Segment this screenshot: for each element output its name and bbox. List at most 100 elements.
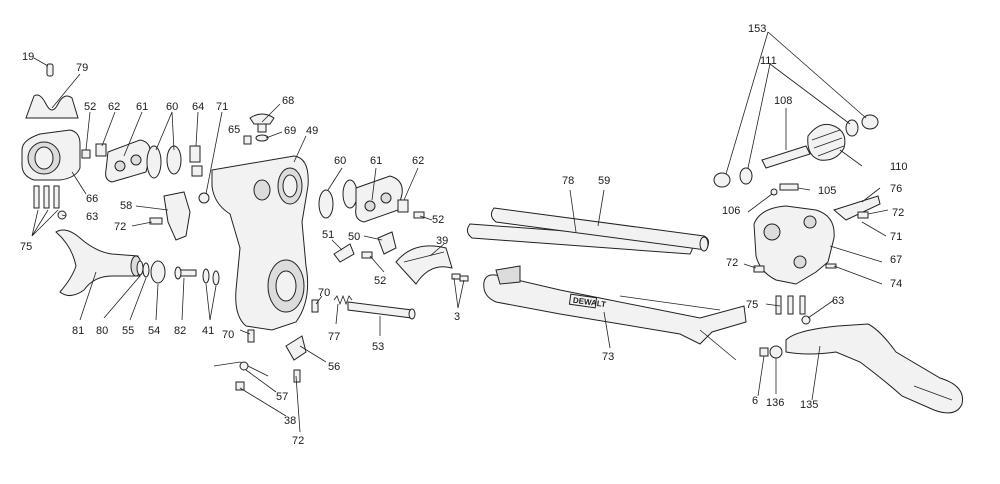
callout-153: 153 [748, 23, 766, 35]
part-70-screw-a [247, 329, 255, 343]
part-81-yoke [55, 229, 142, 296]
part-76-lever [832, 195, 881, 221]
callout-79: 79 [76, 62, 88, 74]
part-49-housing [211, 155, 309, 331]
callout-60-b: 60 [334, 155, 346, 167]
callout-106: 106 [722, 205, 740, 217]
callout-54: 54 [148, 325, 160, 337]
part-62-nut-b [397, 199, 409, 213]
callout-labels: 19 79 52 62 61 60 64 71 68 65 69 49 66 7… [20, 23, 908, 447]
part-73-arm: DEWALT [483, 265, 747, 361]
part-59-tube [490, 207, 710, 252]
part-153-ring [713, 114, 879, 188]
callout-61-b: 61 [370, 155, 382, 167]
callout-81: 81 [72, 325, 84, 337]
part-61-plate [105, 139, 151, 183]
part-41-washers [202, 268, 220, 286]
leader-lines [31, 31, 889, 433]
callout-66: 66 [86, 193, 98, 205]
part-52-screw-c [361, 251, 373, 259]
callout-63: 63 [86, 211, 98, 223]
callout-70-b: 70 [318, 287, 330, 299]
part-65-screw [243, 135, 252, 145]
part-54-cam [150, 260, 166, 284]
part-72-screw-d [753, 265, 765, 273]
part-77-spring [333, 294, 353, 306]
part-67-casting [753, 205, 835, 285]
callout-62-b: 62 [412, 155, 424, 167]
part-82-pin [174, 266, 197, 280]
part-61-plate-b [355, 175, 403, 223]
callout-136: 136 [766, 397, 784, 409]
callout-70-a: 70 [222, 329, 234, 341]
callout-80: 80 [96, 325, 108, 337]
callout-71: 71 [216, 101, 228, 113]
part-55-ring [142, 262, 150, 278]
part-58-bracket [163, 191, 191, 241]
part-50-plate [377, 231, 397, 255]
part-6-screw [759, 347, 769, 357]
part-53-shaft [347, 301, 416, 320]
callout-64: 64 [192, 101, 204, 113]
callout-72: 72 [114, 221, 126, 233]
part-72-screw-a [149, 217, 163, 225]
part-71-screw [198, 192, 210, 204]
callout-71-b: 71 [890, 231, 902, 243]
part-62-nut [95, 143, 107, 157]
callout-108: 108 [774, 95, 792, 107]
part-80-ring [136, 260, 144, 276]
callout-58: 58 [120, 200, 132, 212]
part-110-spring [807, 123, 846, 161]
part-52-screw [81, 149, 91, 159]
callout-52-b: 52 [432, 214, 444, 226]
callout-67: 67 [890, 254, 902, 266]
callout-59: 59 [598, 175, 610, 187]
callout-57: 57 [276, 391, 288, 403]
part-39-scale [395, 245, 453, 285]
callout-56: 56 [328, 361, 340, 373]
callout-38: 38 [284, 415, 296, 427]
callout-69: 69 [284, 125, 296, 137]
part-75-screws-b [775, 295, 806, 315]
callout-61: 61 [136, 101, 148, 113]
callout-39: 39 [436, 235, 448, 247]
part-79-saddle [25, 94, 79, 119]
callout-63-b: 63 [832, 295, 844, 307]
callout-75-b: 75 [746, 299, 758, 311]
callout-72-c: 72 [892, 207, 904, 219]
part-60-rings-b [318, 179, 358, 219]
part-66-clamp-block [21, 129, 81, 181]
callout-60: 60 [166, 101, 178, 113]
callout-75: 75 [20, 241, 32, 253]
callout-72-b: 72 [292, 435, 304, 447]
callout-49: 49 [306, 125, 318, 137]
part-19-pin [46, 63, 54, 77]
part-69-ring [255, 134, 269, 142]
callout-82: 82 [174, 325, 186, 337]
part-56-latch [285, 335, 307, 361]
callout-135: 135 [800, 399, 818, 411]
part-111-washers [739, 119, 859, 185]
callout-77: 77 [328, 331, 340, 343]
part-57-rod [213, 361, 269, 377]
callout-73: 73 [602, 351, 614, 363]
callout-62: 62 [108, 101, 120, 113]
callout-50: 50 [348, 231, 360, 243]
part-52-screw-b [413, 211, 425, 219]
part-60-rings [146, 145, 182, 179]
callout-110: 110 [890, 161, 908, 173]
part-64-clips [189, 145, 203, 177]
part-136-washer [769, 345, 783, 359]
callout-53: 53 [372, 341, 384, 353]
part-38-screw [235, 381, 245, 391]
part-70-screw-b [311, 299, 319, 313]
callout-111: 111 [760, 55, 777, 67]
part-106-washer [770, 188, 778, 196]
part-108-sleeve [761, 145, 811, 169]
callout-51: 51 [322, 229, 334, 241]
callout-6: 6 [752, 395, 758, 407]
callout-68: 68 [282, 95, 294, 107]
part-51-lever [333, 243, 355, 263]
